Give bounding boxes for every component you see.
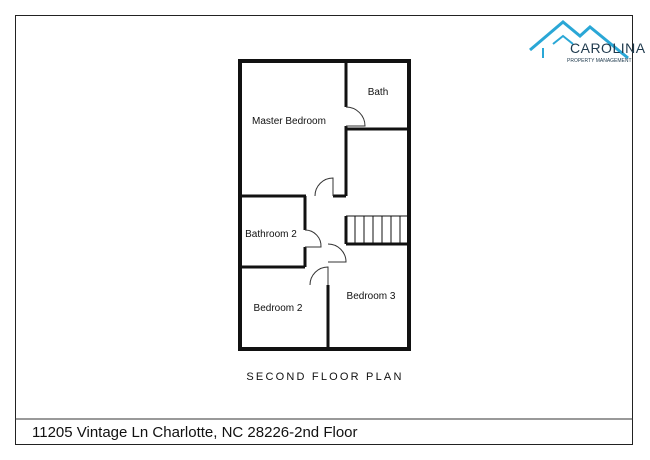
room-label-bath: Bath — [368, 87, 389, 98]
property-address: 11205 Vintage Ln Charlotte, NC 28226-2nd… — [32, 424, 358, 441]
bath-door — [345, 106, 366, 127]
bedroom-3-door — [327, 243, 347, 263]
house-mini-icon — [552, 34, 574, 45]
staircase — [346, 215, 409, 244]
carolina-logo: CAROLINA PROPERTY MANAGEMENT — [529, 20, 646, 64]
bedroom-2-door — [309, 266, 329, 286]
outer-walls — [238, 59, 411, 351]
bathroom-2-door — [304, 229, 322, 248]
logo-tagline-text: PROPERTY MANAGEMENT — [567, 58, 632, 64]
door-swings — [304, 106, 366, 286]
room-label-master-bedroom: Master Bedroom — [252, 116, 326, 127]
roof-icon — [529, 20, 629, 60]
logo-brand-text: CAROLINA — [570, 40, 646, 56]
interior-walls — [240, 61, 409, 349]
plan-title: SECOND FLOOR PLAN — [246, 371, 404, 383]
room-label-bedroom-3: Bedroom 3 — [347, 291, 396, 302]
master-door — [314, 177, 334, 197]
room-label-bedroom-2: Bedroom 2 — [254, 303, 303, 314]
room-label-bathroom-2: Bathroom 2 — [245, 229, 297, 240]
plan-sheet — [15, 15, 633, 445]
